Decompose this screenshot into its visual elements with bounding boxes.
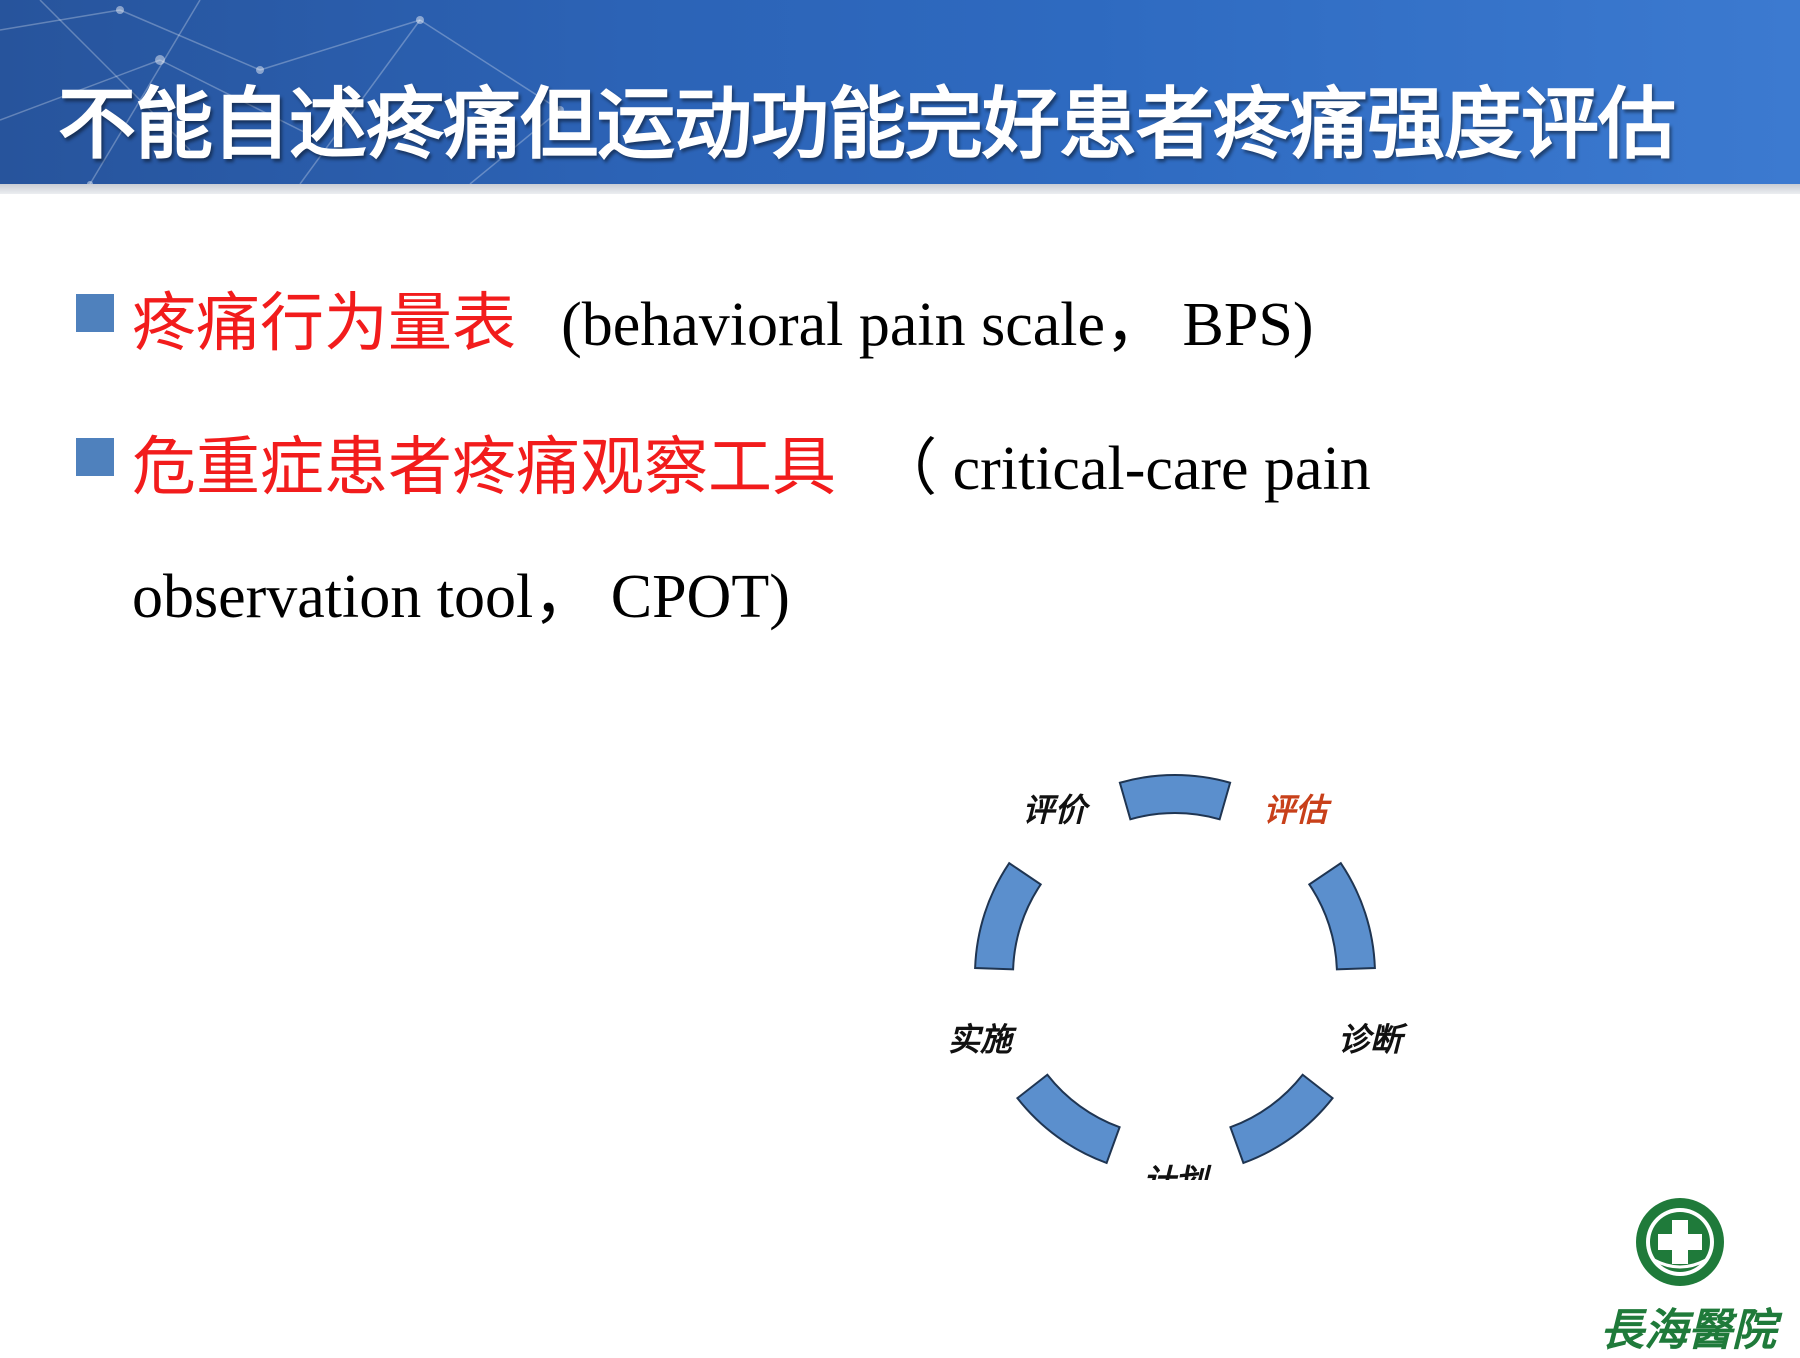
cycle-label: 实施	[948, 1020, 1017, 1058]
cycle-arc-segment	[1118, 774, 1232, 821]
cycle-label: 计划	[1143, 1162, 1212, 1180]
bps-chinese-name: 疼痛行为量表	[132, 287, 516, 361]
cycle-arc-segment	[1307, 861, 1376, 971]
hospital-seal-icon	[1636, 1198, 1724, 1286]
cycle-label: 评价	[1022, 791, 1090, 829]
cycle-arc-segment	[1229, 1073, 1335, 1165]
nursing-process-cycle: 评价 评估诊断计划 实施	[948, 774, 1408, 1180]
cycle-label: 诊断	[1338, 1020, 1408, 1058]
cpot-chinese-name: 危重症患者疼痛观察工具	[132, 431, 836, 505]
bullet-square-icon	[76, 294, 114, 332]
cpot-english-name-line1: （ critical-care pain	[875, 435, 1371, 503]
cycle-arc-segment	[974, 861, 1043, 971]
header-divider	[0, 184, 1800, 194]
title-banner: 不能自述疼痛但运动功能完好患者疼痛强度评估	[0, 0, 1800, 184]
network-decoration	[0, 0, 564, 184]
bps-english-name: (behavioral pain scale， BPS)	[561, 291, 1314, 359]
cycle-label: 评估	[1263, 791, 1332, 829]
cycle-arc-segment	[1015, 1073, 1121, 1165]
cpot-english-name-line2: observation tool， CPOT)	[132, 563, 790, 631]
hospital-logo: 長海醫院	[1590, 1190, 1790, 1356]
hospital-name: 長海醫院	[1600, 1305, 1776, 1356]
bullet-square-icon	[76, 438, 114, 476]
bullet-item-cpot: 危重症患者疼痛观察工具 （ critical-care pain	[132, 416, 1371, 508]
page-title: 不能自述疼痛但运动功能完好患者疼痛强度评估	[58, 80, 1676, 170]
bullet-item-bps: 疼痛行为量表 (behavioral pain scale， BPS)	[132, 272, 1314, 364]
